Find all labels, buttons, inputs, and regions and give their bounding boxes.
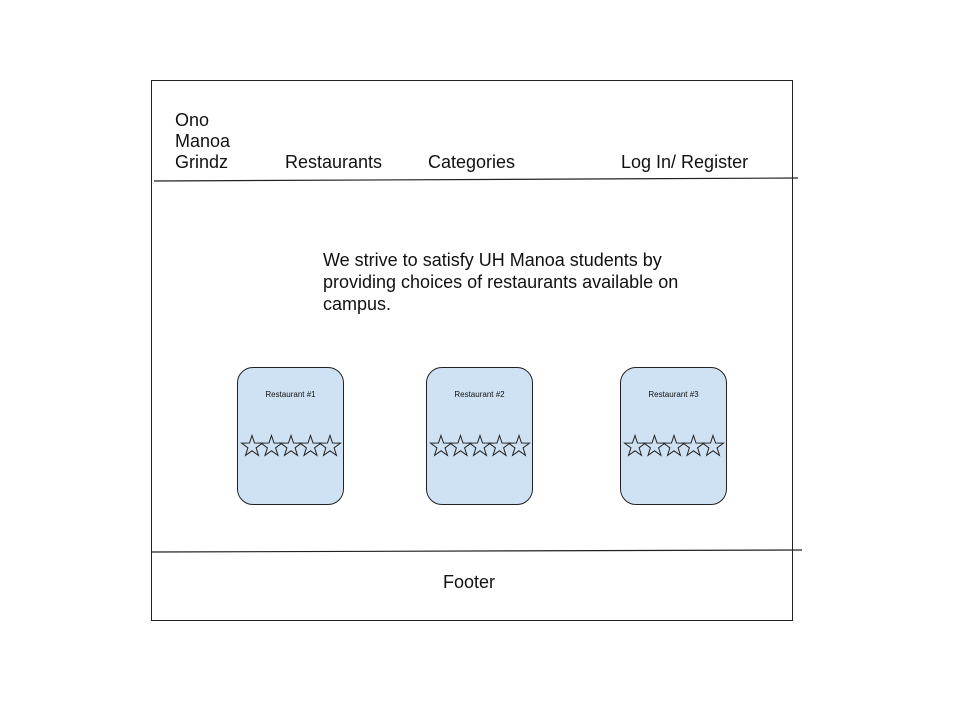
restaurant-card-name: Restaurant #3: [648, 390, 699, 399]
star-outline-icon: [507, 433, 531, 457]
mission-statement: We strive to satisfy UH Manoa students b…: [323, 250, 679, 314]
star-outline-icon: [240, 433, 264, 457]
star-rating: [240, 433, 342, 457]
star-outline-icon: [701, 433, 725, 457]
star-outline-icon: [298, 433, 323, 457]
star-outline-icon: [448, 433, 473, 457]
star-rating: [429, 433, 531, 457]
page-frame: [151, 80, 793, 621]
restaurant-card[interactable]: Restaurant #1: [237, 367, 344, 505]
star-rating: [623, 433, 725, 457]
star-outline-icon: [279, 433, 303, 457]
restaurant-card-name: Restaurant #2: [454, 390, 505, 399]
restaurant-card[interactable]: Restaurant #3: [620, 367, 727, 505]
star-outline-icon: [259, 433, 284, 457]
star-outline-icon: [318, 433, 342, 457]
restaurant-card-name: Restaurant #1: [265, 390, 316, 399]
restaurant-card[interactable]: Restaurant #2: [426, 367, 533, 505]
star-outline-icon: [662, 433, 686, 457]
star-outline-icon: [429, 433, 453, 457]
star-outline-icon: [681, 433, 706, 457]
star-outline-icon: [487, 433, 512, 457]
star-outline-icon: [623, 433, 647, 457]
nav-login-register-link[interactable]: Log In/ Register: [621, 152, 749, 172]
nav-restaurants-link[interactable]: Restaurants: [285, 152, 383, 172]
nav-categories-link[interactable]: Categories: [428, 152, 516, 172]
star-outline-icon: [642, 433, 667, 457]
footer-label: Footer: [443, 572, 496, 592]
star-outline-icon: [468, 433, 492, 457]
site-logo-text[interactable]: Ono Manoa Grindz: [175, 110, 231, 172]
